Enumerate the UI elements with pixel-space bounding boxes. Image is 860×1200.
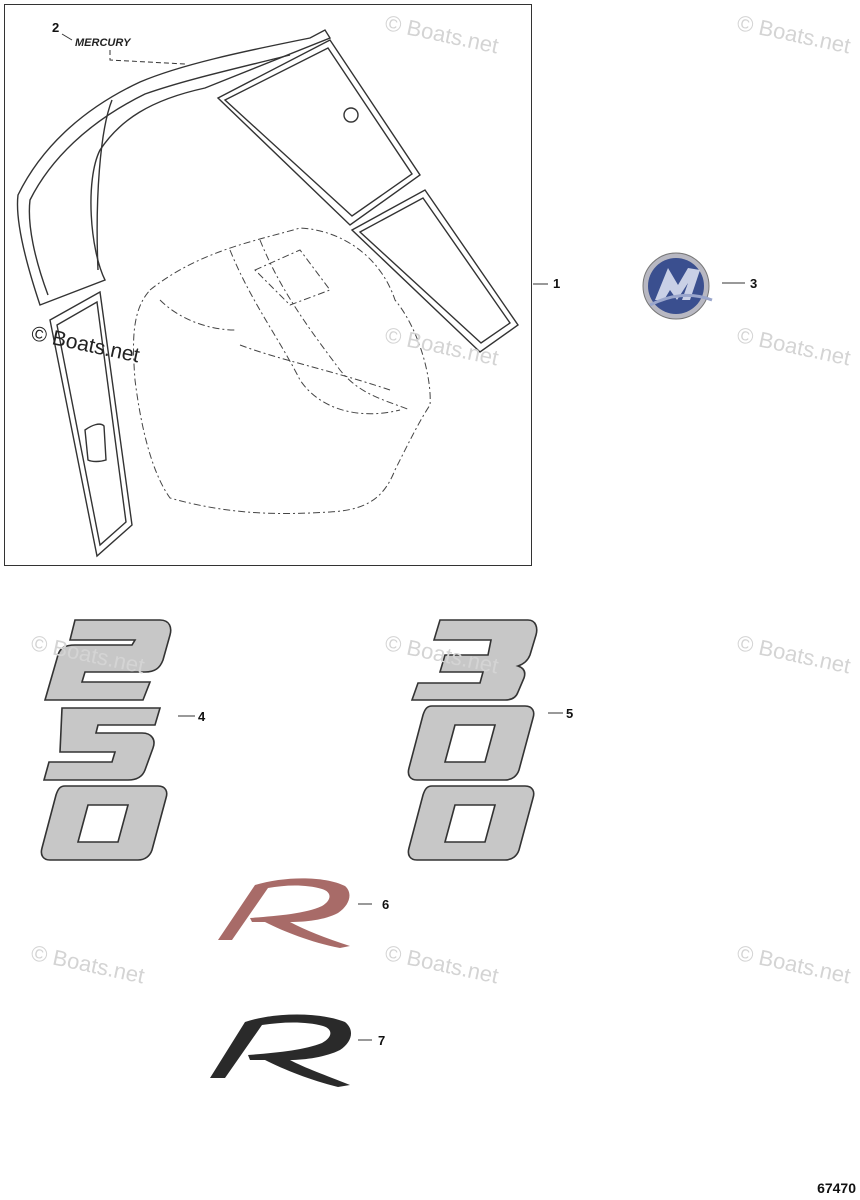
r-decal-black (210, 1014, 352, 1087)
callout-6: 6 (382, 897, 390, 912)
callout-3: 3 (750, 276, 758, 291)
decal-kit-frame (4, 4, 532, 566)
callout-2: 2 (52, 20, 60, 35)
mercury-decal: MERCURY (61, 33, 186, 65)
engine-cowl-outline (133, 227, 431, 515)
callout-5: 5 (566, 706, 574, 721)
figure-number: 67470 (817, 1180, 856, 1196)
r-decal-red (218, 878, 350, 948)
decal-250 (40, 619, 172, 861)
mercury-decal-text: MERCURY (75, 37, 132, 49)
decal-300 (407, 619, 538, 861)
side-decal-panels (16, 29, 519, 558)
callout-7: 7 (378, 1033, 386, 1048)
callout-1: 1 (553, 276, 561, 291)
m-logo-icon (642, 252, 713, 320)
callout-4: 4 (198, 709, 206, 724)
